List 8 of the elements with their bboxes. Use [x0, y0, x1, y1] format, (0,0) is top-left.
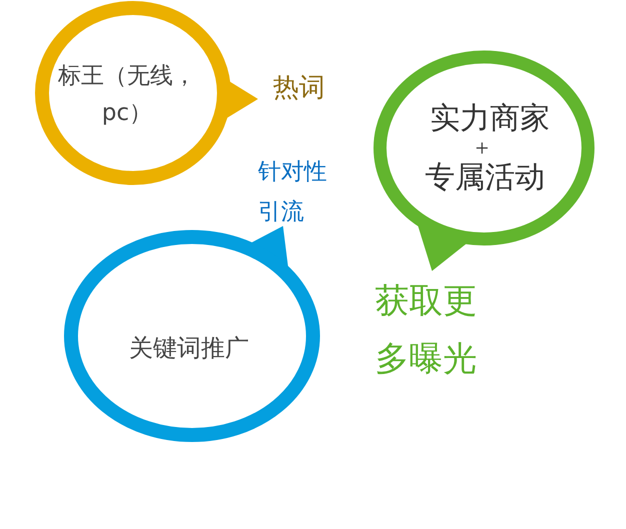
caption-text: 热词 — [273, 72, 326, 105]
bubble-text: 关键词推广 — [128, 333, 250, 363]
bubble-text: 实力商家 — [429, 101, 551, 137]
bubble-text: + — [474, 136, 490, 162]
caption-text: 针对性引流 — [258, 158, 328, 227]
bubble-text: 专属活动 — [424, 160, 546, 196]
bubble-text: 标王（无线，pc） — [57, 62, 197, 128]
caption-text: 获取更多曝光 — [375, 280, 478, 381]
